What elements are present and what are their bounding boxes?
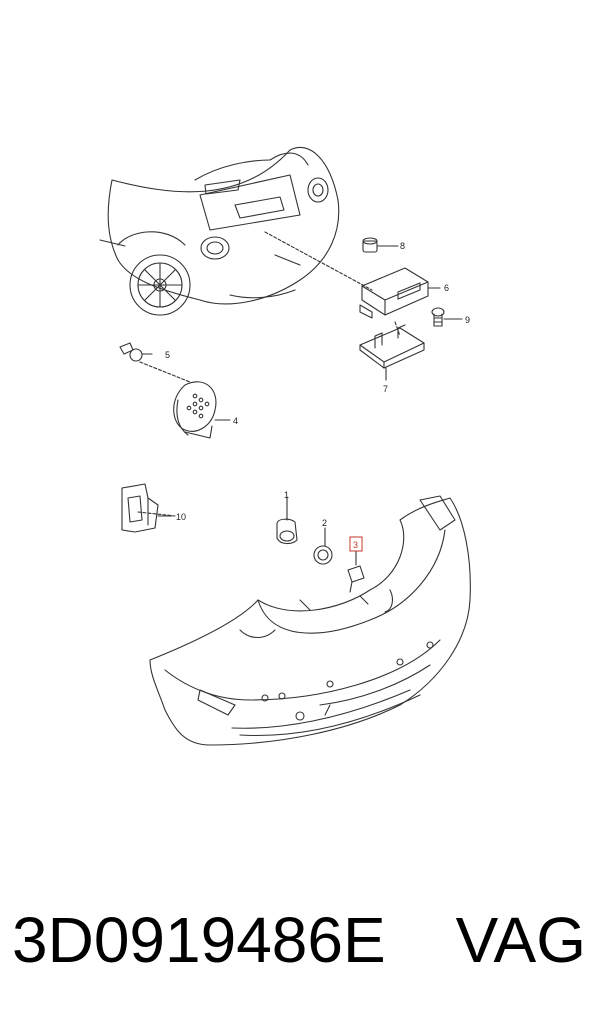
callout-8: 8 <box>400 241 405 251</box>
callout-1: 1 <box>284 490 289 500</box>
callout-3-highlight-box <box>349 536 363 552</box>
callout-5: 5 <box>165 350 170 360</box>
part-4-sounder <box>173 381 231 439</box>
callout-4: 4 <box>233 416 238 426</box>
part-9-screw <box>431 307 463 327</box>
callout-3: 3 <box>353 540 358 550</box>
callout-2: 2 <box>322 518 327 528</box>
part-3-bracket <box>347 550 365 593</box>
part-1-sensor <box>276 496 298 545</box>
parts-diagram: 1 2 3 4 5 6 7 8 9 10 <box>99 146 471 746</box>
callout-9: 9 <box>465 315 470 325</box>
callout-6: 6 <box>444 283 449 293</box>
rear-bumper <box>149 495 471 746</box>
part-10-clip <box>121 483 173 533</box>
leader-lines <box>137 231 401 517</box>
brand-label: VAG <box>455 904 586 976</box>
callout-10: 10 <box>176 512 186 522</box>
part-2-grommet <box>313 527 333 565</box>
part-6-control-module <box>359 267 441 319</box>
part-8-nut <box>362 237 399 253</box>
part-number: 3D0919486E <box>12 904 386 976</box>
part-5-bolt <box>119 342 153 362</box>
car-rear-illustration <box>99 146 340 316</box>
part-7-bracket <box>359 324 425 381</box>
callout-labels: 1 2 3 4 5 6 7 8 9 10 <box>165 241 470 552</box>
callout-7: 7 <box>383 384 388 394</box>
